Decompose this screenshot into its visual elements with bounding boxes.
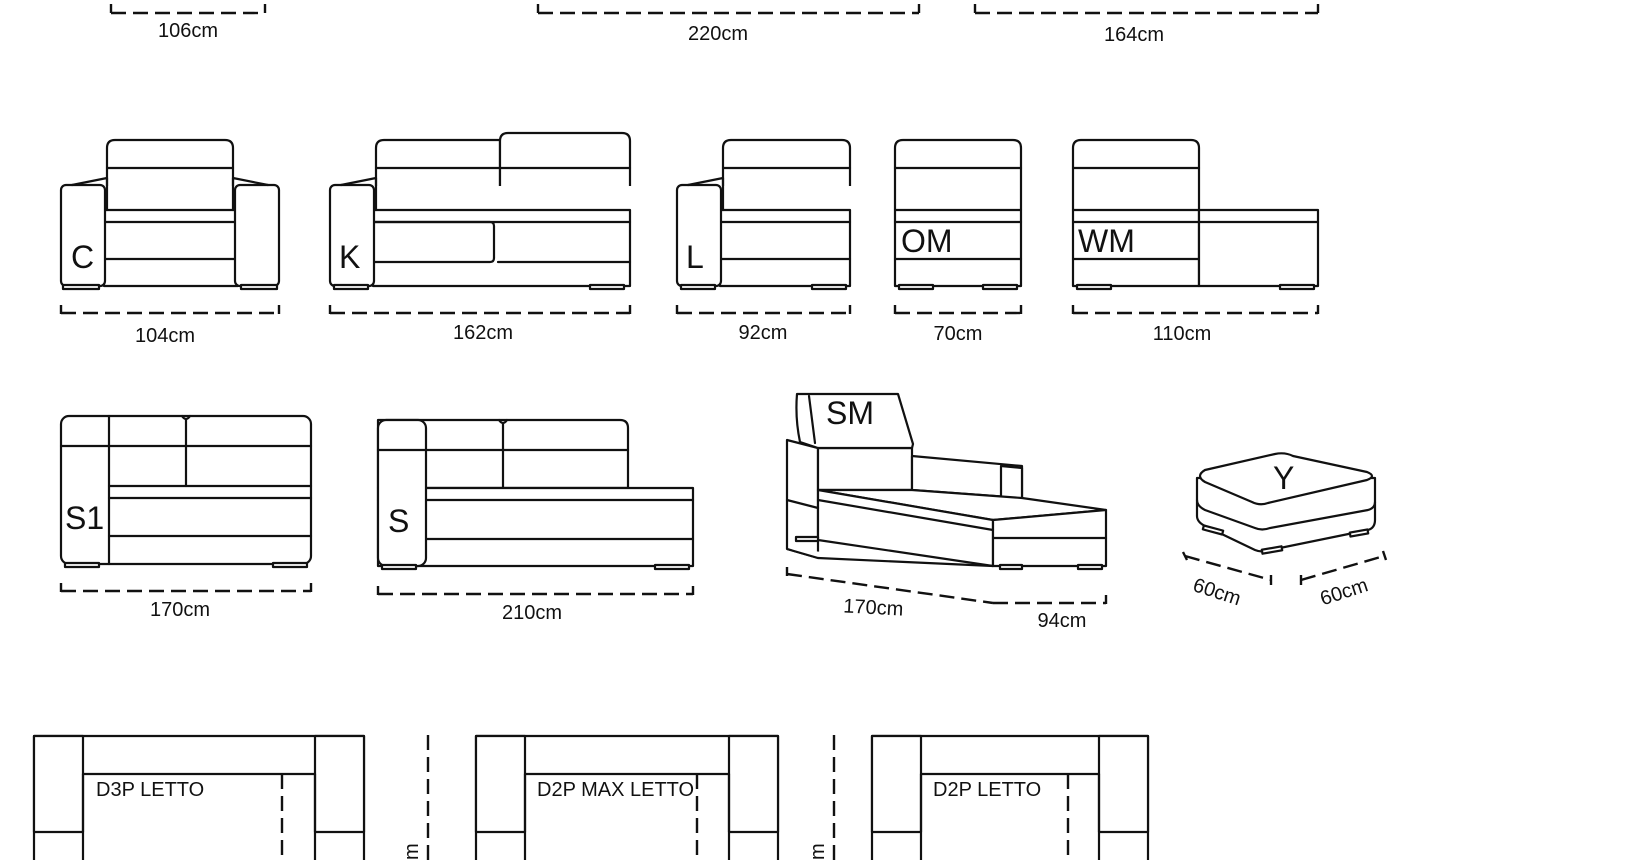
top-dimension-106: 106cm: [109, 4, 267, 42]
module-s1: S1 170cm: [59, 414, 313, 621]
module-sm: SM 170cm 94cm: [785, 392, 1108, 632]
top-dimension-220: 220cm: [536, 4, 921, 45]
dimension-label: 170cm: [150, 599, 210, 621]
top-dimension-164: 164cm: [973, 4, 1320, 46]
dimension-label: 210cm: [502, 602, 562, 624]
dimension-label: 110cm: [1153, 323, 1212, 345]
dimension-label: 220cm: [688, 23, 748, 45]
module-wm: WM 110cm: [1071, 138, 1320, 345]
dimension-label: 164cm: [1104, 24, 1164, 46]
module-code: SM: [826, 395, 874, 431]
module-code: C: [71, 239, 94, 275]
module-c: C 104cm: [59, 138, 281, 347]
dimension-label: 92cm: [739, 322, 788, 344]
bed-module-d2p-letto: D2P LETTO: [870, 734, 1150, 860]
dimension-label: 60cm: [1190, 574, 1243, 610]
dimension-label: 60cm: [1317, 574, 1370, 610]
dimension-label: 162cm: [453, 322, 513, 344]
vertical-dimension-label: m: [401, 843, 423, 860]
module-code: L: [686, 239, 704, 275]
dimension-label: 70cm: [934, 323, 983, 345]
dimension-label: 104cm: [135, 325, 195, 347]
module-code: OM: [901, 223, 953, 259]
module-k: K 162cm: [328, 131, 632, 344]
bed-module-d2p-max-letto: D2P MAX LETTO: [474, 734, 780, 860]
bed-module-label: D3P LETTO: [96, 779, 204, 801]
vertical-dimension-label: m: [807, 843, 829, 860]
module-code: S: [388, 503, 409, 539]
bed-module-label: D2P LETTO: [933, 779, 1041, 801]
module-y: Y 60cm 60cm: [1181, 452, 1388, 610]
module-code: S1: [65, 500, 104, 536]
dimension-label: 170cm: [843, 595, 904, 620]
module-l: L 92cm: [675, 138, 852, 344]
bed-module-label: D2P MAX LETTO: [537, 779, 694, 801]
module-s: S 210cm: [376, 418, 695, 624]
dimension-label: 94cm: [1038, 610, 1087, 632]
module-code: Y: [1273, 460, 1294, 496]
bed-module-d3p-letto: D3P LETTO: [32, 734, 366, 860]
module-om: OM 70cm: [893, 138, 1023, 345]
dimension-label: 106cm: [158, 20, 218, 42]
module-code: WM: [1078, 223, 1135, 259]
module-code: K: [339, 239, 360, 275]
